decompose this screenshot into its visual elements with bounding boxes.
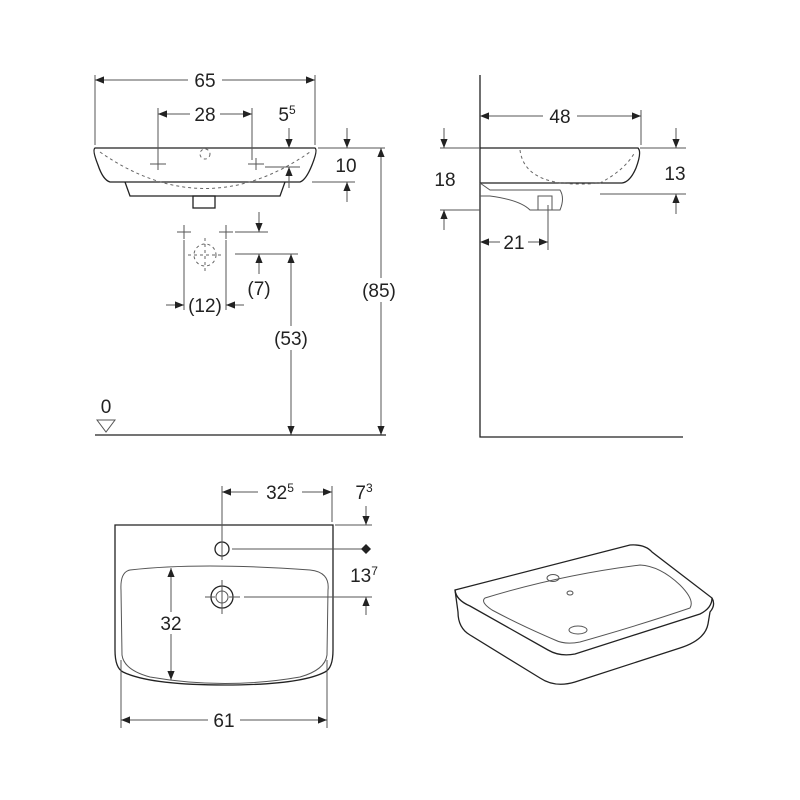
dim-tap-to-drain-label: 137 — [350, 564, 378, 587]
dim-rim-height-label: (85) — [362, 281, 396, 302]
front-view: 65 28 55 10 (85) (12) (7) (53) 0 — [93, 68, 404, 436]
dim-overall-height-label: 18 — [434, 170, 455, 191]
basin-plan-outline — [114, 524, 334, 686]
dim-tap-from-back-label: 73 — [355, 481, 373, 504]
dim-rim-depth-label: 10 — [335, 156, 356, 177]
basin-front-outline — [93, 147, 317, 183]
perspective-drain — [568, 625, 588, 635]
dim-rough-in-offset-label: (7) — [247, 279, 270, 300]
dim-bowl-width-label: 61 — [213, 711, 234, 732]
dim-side-rim-label: 13 — [664, 164, 685, 185]
tap-cross-icons — [150, 158, 264, 170]
supply-cross-icons — [177, 225, 233, 239]
waste-outlet-dashed — [193, 243, 217, 267]
dim-rough-in-height-label: (53) — [274, 329, 308, 350]
floor-level-triangle-icon — [96, 419, 116, 433]
floor-level-label: 0 — [101, 397, 112, 418]
dim-bowl-depth-label: 32 — [160, 614, 181, 635]
dim-depth-label: 48 — [549, 107, 570, 128]
side-view: 48 18 13 21 — [434, 75, 686, 438]
wall-line — [479, 75, 683, 438]
basin-plan-bowl — [120, 565, 329, 684]
dim-width-label: 65 — [194, 71, 215, 92]
perspective-tap-hole — [546, 574, 560, 582]
dim-tap-offset-label: 325 — [266, 481, 294, 504]
basin-pedestal — [124, 181, 286, 197]
dimension-dot-icon — [361, 544, 371, 554]
plan-view: 325 73 137 32 61 — [114, 480, 378, 732]
basin-side-outline — [480, 147, 641, 184]
dim-rough-in-spacing-label: (12) — [188, 296, 222, 317]
trap-outlet — [537, 195, 553, 211]
drain-outlet — [192, 195, 216, 209]
basin-perspective-bowl — [483, 564, 692, 644]
tap-hole-hidden — [199, 148, 211, 160]
perspective-overflow — [566, 590, 574, 596]
dim-drain-offset-label: 21 — [503, 233, 524, 254]
basin-bowl-dashed — [99, 151, 311, 189]
dim-tap-spacing-label: 28 — [194, 105, 215, 126]
dim-tap-height-label: 55 — [278, 103, 296, 126]
basin-side-bowl-dashed — [519, 149, 636, 185]
perspective-view — [454, 544, 715, 685]
basin-perspective-outline — [454, 544, 715, 685]
